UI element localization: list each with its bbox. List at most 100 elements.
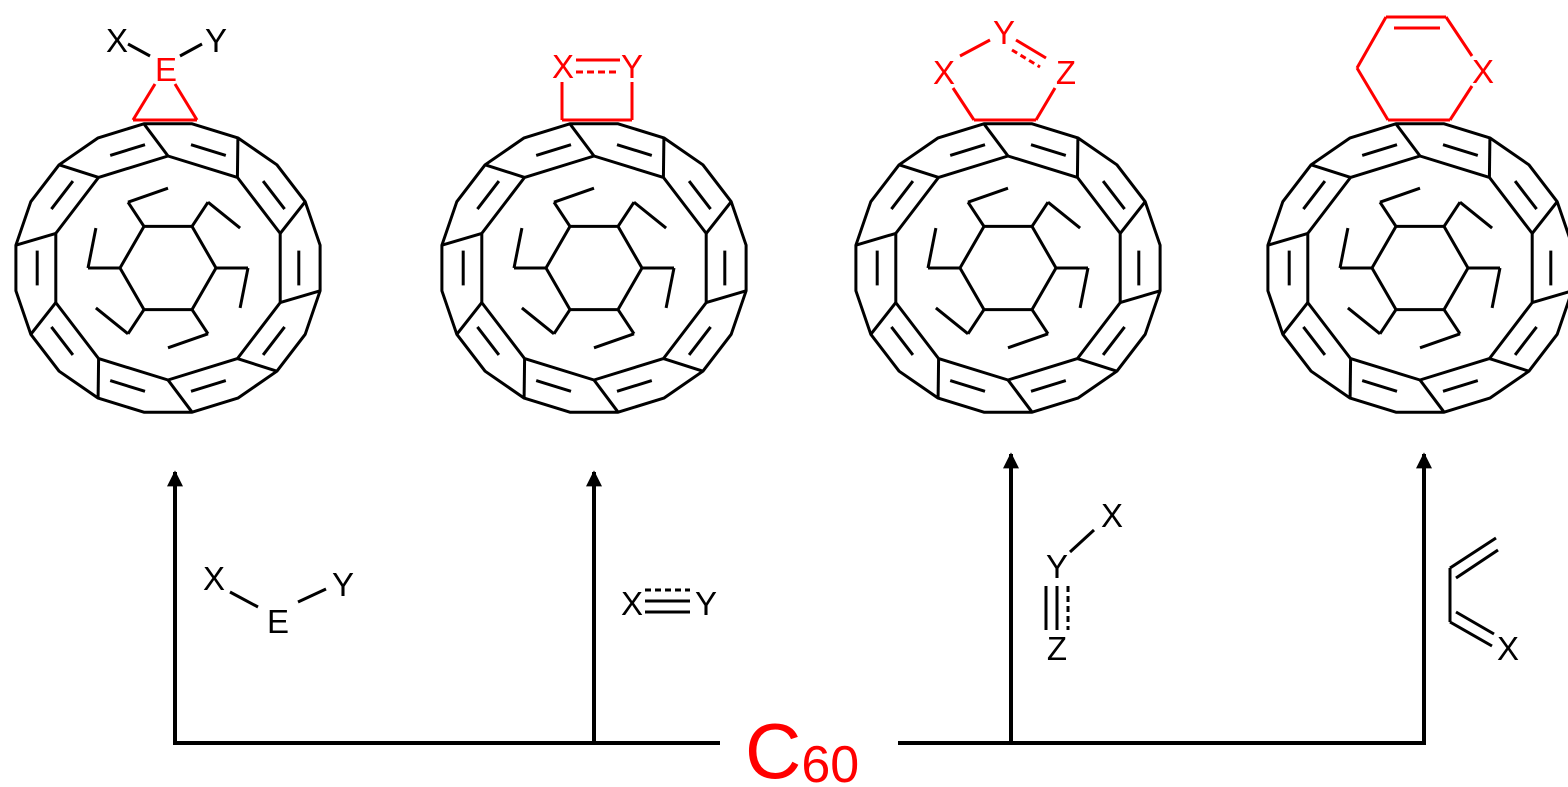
cage-bond — [1531, 200, 1559, 235]
cage-bond — [142, 122, 170, 157]
atom-label-e: E — [155, 51, 177, 88]
cage-bond — [1378, 201, 1398, 228]
atom-label-z: Z — [1056, 54, 1076, 91]
cage-bond — [127, 186, 169, 204]
cage-bond — [1030, 308, 1050, 335]
cage-bond — [58, 163, 100, 179]
cage-bond — [661, 137, 666, 178]
reaction-arrows — [167, 452, 1432, 745]
cage-double-bond — [1030, 379, 1067, 393]
cage-double-bond — [535, 379, 572, 393]
reagent-4: X — [1448, 536, 1519, 667]
cage-double-bond — [109, 143, 146, 157]
cage-bond — [1047, 201, 1082, 230]
cage-ring — [14, 122, 322, 414]
cage-bond — [126, 201, 146, 228]
cage-bond — [616, 201, 636, 228]
cage-bond — [967, 186, 1009, 204]
cage-ring — [854, 122, 1162, 414]
product-1-adduct: X E Y — [106, 22, 227, 122]
y-z-bond — [1015, 38, 1047, 60]
cage-bond — [1531, 290, 1568, 305]
atom-label-e: E — [267, 603, 289, 640]
cage-bond — [593, 332, 635, 350]
ring-bond — [1448, 85, 1474, 121]
cage-double-bond — [1442, 379, 1479, 393]
cage-double-bond — [890, 180, 915, 211]
cage-double-bond — [687, 180, 712, 211]
atom-label-y: Y — [993, 14, 1015, 51]
cage-bond — [966, 201, 986, 228]
cage-double-bond — [949, 379, 986, 393]
atom-label-x: X — [1497, 630, 1519, 667]
atom-label-y: Y — [332, 566, 354, 603]
cage-bond — [238, 267, 250, 309]
cage-bond — [1338, 227, 1350, 269]
ring-bond — [173, 83, 199, 121]
cage-double-bond — [687, 325, 712, 356]
atom-label-x: X — [1472, 53, 1494, 90]
cage-double-bond — [476, 180, 501, 211]
atom-label-y: Y — [1046, 548, 1068, 585]
cage-double-bond — [50, 180, 75, 211]
cage-double-bond — [1302, 180, 1327, 211]
cage-bond — [167, 332, 209, 350]
cage-bond — [520, 306, 555, 335]
atom-label-y: Y — [621, 48, 643, 85]
cage-bond — [207, 201, 242, 230]
cage-bond — [1310, 163, 1352, 179]
cage-double-bond — [1361, 379, 1398, 393]
cage-bond — [664, 267, 676, 309]
cage-bond — [522, 358, 527, 399]
cage-bond — [1078, 267, 1090, 309]
cage-bond — [1006, 379, 1034, 414]
cage-double-bond — [261, 180, 286, 211]
product-2-adduct: X Y — [552, 48, 643, 122]
cage-bond — [898, 163, 940, 179]
atom-label-x: X — [1101, 497, 1123, 534]
ring-bond — [1444, 16, 1474, 57]
ring-bond — [951, 87, 976, 121]
cage-bond — [1394, 122, 1422, 157]
cage-bond — [126, 308, 146, 335]
cage-bond — [705, 200, 733, 235]
cage-ring — [1266, 122, 1568, 414]
cage-bond — [553, 186, 595, 204]
cage-bond — [705, 289, 747, 305]
cage-double-bond — [616, 379, 653, 393]
cage-bond — [512, 227, 524, 269]
cage-double-bond — [1442, 143, 1479, 157]
atom-label-x: X — [552, 48, 574, 85]
x-e-bond — [229, 590, 259, 609]
c60-label: C60 — [745, 707, 859, 787]
cage-bond — [279, 289, 321, 305]
cage-bond — [592, 379, 620, 414]
fullerene-cage-3 — [854, 122, 1162, 414]
cage-bond — [936, 358, 941, 399]
cage-double-bond — [1101, 180, 1126, 211]
ring-bond — [1355, 16, 1388, 69]
cage-bond — [616, 308, 636, 335]
cage-bond — [552, 201, 572, 228]
ring-bond — [131, 83, 157, 121]
reagent-2: X Y — [621, 585, 717, 622]
cage-bond — [1379, 186, 1421, 204]
cage-double-bond — [535, 143, 572, 157]
cage-bond — [190, 201, 210, 228]
cage-ring — [1370, 224, 1470, 312]
cage-double-bond — [190, 143, 227, 157]
cage-bond — [96, 358, 101, 399]
cage-bond — [190, 308, 210, 335]
cage-bond — [1378, 308, 1398, 335]
cage-bond — [86, 227, 98, 269]
atom-label-x: X — [933, 54, 955, 91]
cage-double-bond — [1513, 180, 1538, 211]
cage-double-bond — [1513, 325, 1538, 356]
cage-bond — [1488, 357, 1530, 373]
atom-label-x: X — [203, 560, 225, 597]
cage-bond — [1442, 201, 1462, 228]
cage-bond — [279, 200, 307, 235]
cage-bond — [484, 163, 526, 179]
cage-bond — [29, 301, 57, 336]
